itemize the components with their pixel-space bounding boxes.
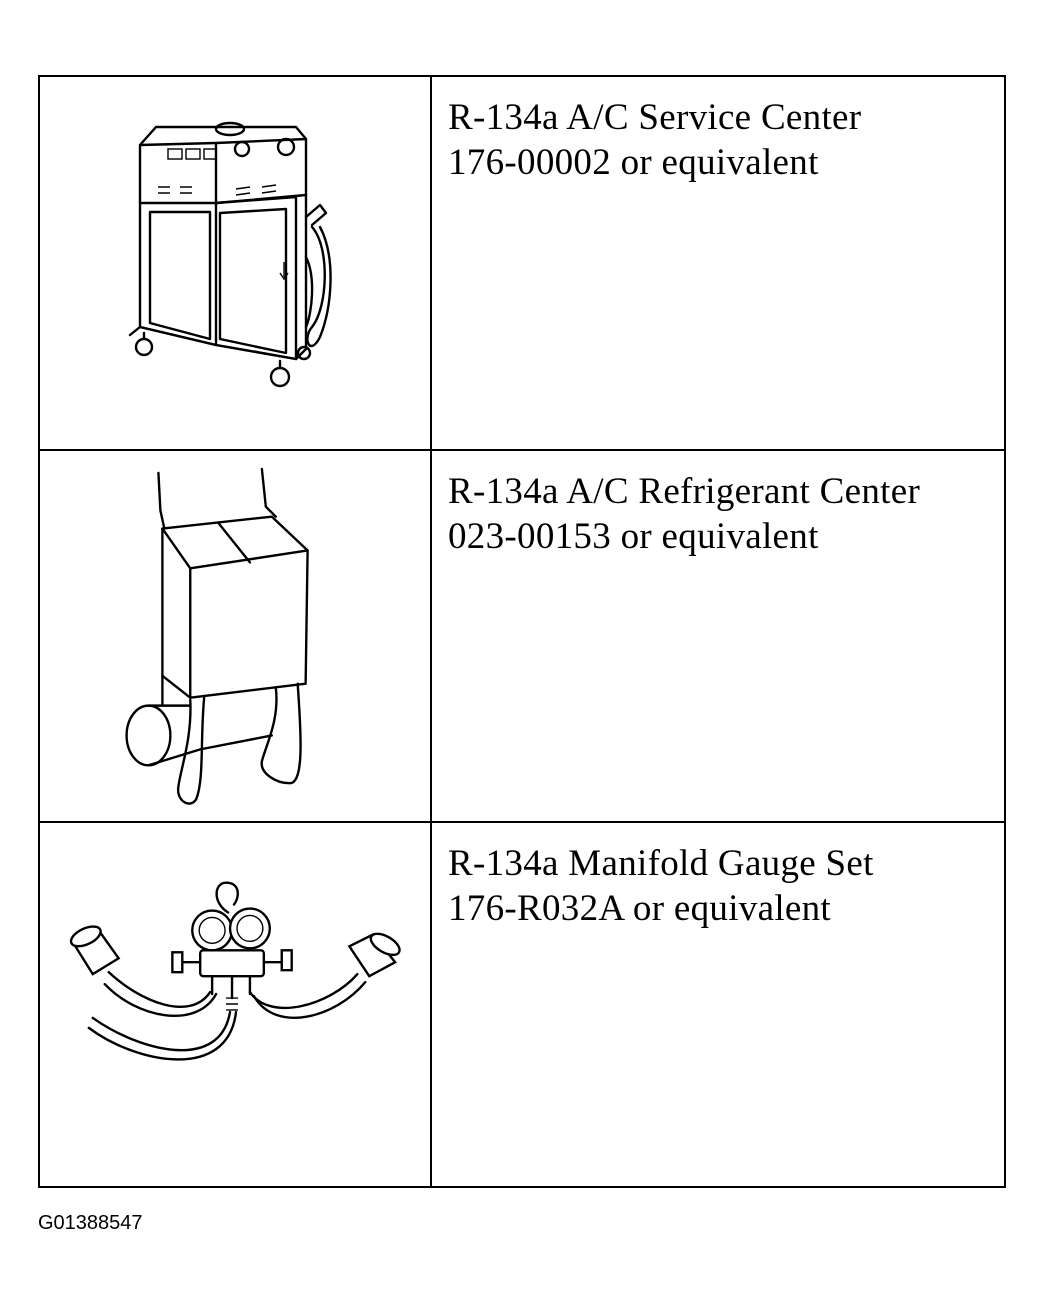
manifold-gauge-text: R-134a Manifold Gauge Set 176-R032A or e… bbox=[448, 841, 994, 931]
tool-name: R-134a A/C Service Center bbox=[448, 97, 862, 138]
manifold-gauge-illustration-cell bbox=[40, 823, 432, 1186]
service-center-text: R-134a A/C Service Center 176-00002 or e… bbox=[448, 95, 994, 185]
manifold-gauge-illustration bbox=[69, 881, 401, 1061]
tool-row-refrigerant-center: R-134a A/C Refrigerant Center 023-00153 … bbox=[40, 449, 1004, 821]
tool-name: R-134a A/C Refrigerant Center bbox=[448, 471, 921, 512]
tool-row-manifold-gauge-set: R-134a Manifold Gauge Set 176-R032A or e… bbox=[40, 821, 1004, 1186]
service-center-illustration-cell bbox=[40, 77, 432, 449]
service-center-illustration bbox=[128, 121, 332, 388]
tool-number: 176-R032A or equivalent bbox=[448, 888, 832, 929]
refrigerant-center-illustration-cell bbox=[40, 451, 432, 821]
tool-number: 176-00002 or equivalent bbox=[448, 142, 819, 183]
figure-id: G01388547 bbox=[38, 1212, 143, 1234]
tool-row-service-center: R-134a A/C Service Center 176-00002 or e… bbox=[40, 77, 1004, 449]
refrigerant-center-text: R-134a A/C Refrigerant Center 023-00153 … bbox=[448, 469, 994, 559]
refrigerant-center-illustration bbox=[125, 467, 309, 805]
tool-number: 023-00153 or equivalent bbox=[448, 516, 819, 557]
tool-name: R-134a Manifold Gauge Set bbox=[448, 843, 874, 884]
special-tools-table: R-134a A/C Service Center 176-00002 or e… bbox=[38, 75, 1006, 1188]
